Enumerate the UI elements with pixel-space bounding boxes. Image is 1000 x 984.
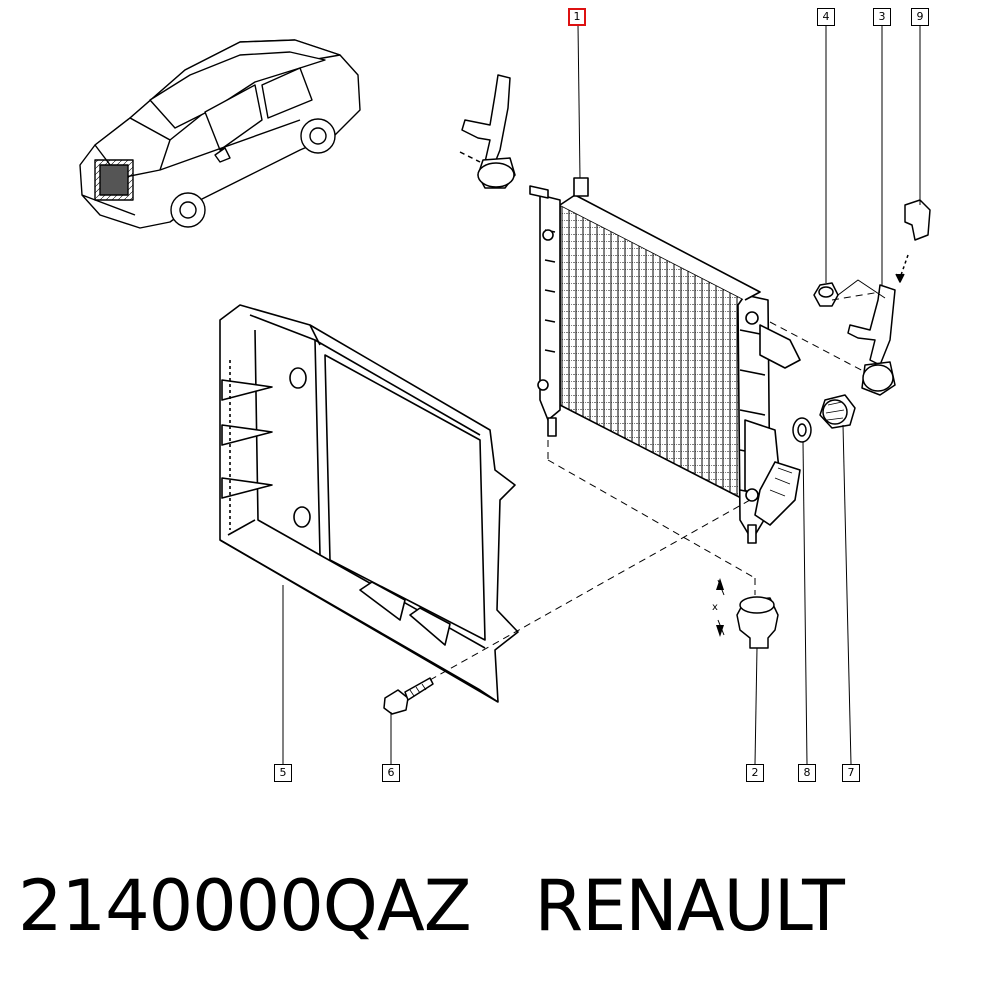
part-caption: 2140000QAZ RENAULT [18,856,845,956]
callout-1-radiator: 1 [568,8,586,26]
upper-left-bracket [459,74,516,189]
exploded-parts-diagram: x [79,24,931,765]
callout-8-seal-ring: 8 [798,764,816,782]
lower-mount: x [712,578,779,649]
part-number: 2140000QAZ [18,865,472,947]
drain-plug-and-seal [792,394,856,443]
callout-6-screw: 6 [382,764,400,782]
callout-3-upper-bracket: 3 [873,8,891,26]
caption-spacer [471,865,535,947]
screw [383,677,434,715]
callout-4-nut: 4 [817,8,835,26]
fan-shroud [219,304,519,703]
leader-lines [282,24,921,765]
car-illustration [79,39,361,229]
callout-7-drain-plug: 7 [842,764,860,782]
svg-text:x: x [712,602,718,613]
brand-name: RENAULT [534,865,844,947]
callout-5-fan-shroud: 5 [274,764,292,782]
right-bracket-assembly [813,199,931,396]
callout-9-clip: 9 [911,8,929,26]
alignment-lines [429,291,881,681]
radiator [529,177,801,544]
callout-2-lower-mount: 2 [746,764,764,782]
